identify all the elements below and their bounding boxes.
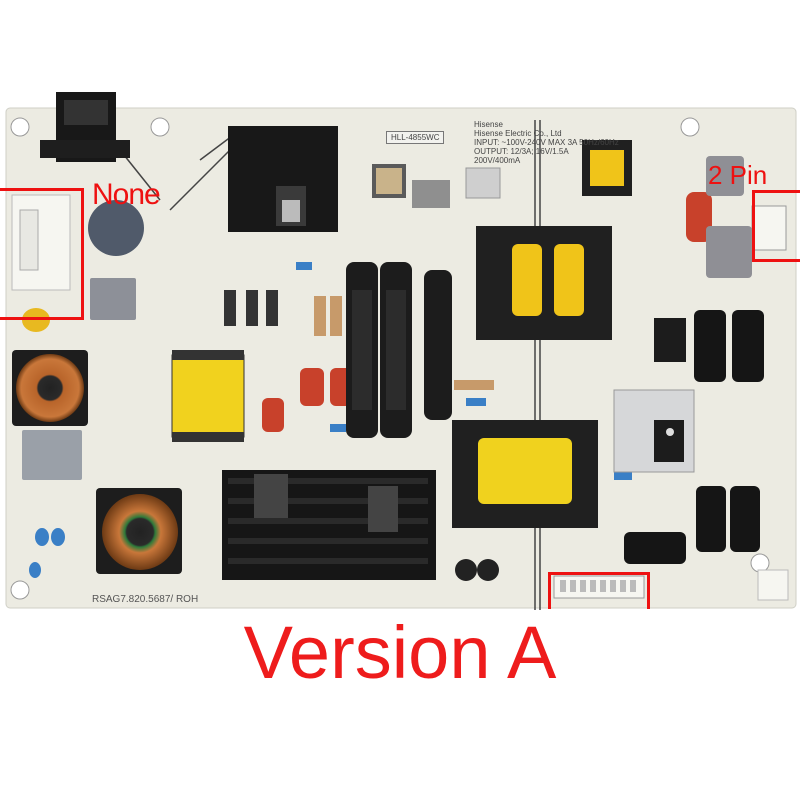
mounting-hole (680, 117, 700, 137)
mounting-hole (10, 580, 30, 600)
model-label: HLL-4855WC (386, 131, 445, 144)
standby-transformer (171, 354, 245, 438)
output-spec: OUTPUT: 12/3A; 16V/1.5A (474, 147, 569, 156)
callout-none: None (92, 178, 161, 211)
input-spec: INPUT: ~100V-240V MAX 3A 50Hz/60Hz (474, 138, 619, 147)
manufacturer-label: Hisense Electric Co., Ltd (474, 129, 562, 138)
input-coil (16, 354, 84, 422)
brand-label: Hisense (474, 120, 503, 129)
mounting-hole (150, 117, 170, 137)
connector-highlight-box (548, 572, 650, 609)
none-highlight-box (0, 188, 84, 320)
manufacturer-info: Hisense Hisense Electric Co., Ltd INPUT:… (474, 120, 619, 165)
varistor (88, 200, 144, 256)
mounting-hole (10, 117, 30, 137)
output-spec-2: 200V/400mA (474, 156, 521, 165)
main-transformer (476, 226, 612, 340)
board-id-label: RSAG7.820.5687/ ROH (92, 594, 199, 605)
two-pin-highlight-box (752, 190, 800, 262)
version-title: Version A (243, 611, 557, 694)
mounting-hole (750, 553, 770, 573)
input-coil-2 (102, 494, 178, 570)
callout-two-pin: 2 Pin (708, 160, 768, 190)
